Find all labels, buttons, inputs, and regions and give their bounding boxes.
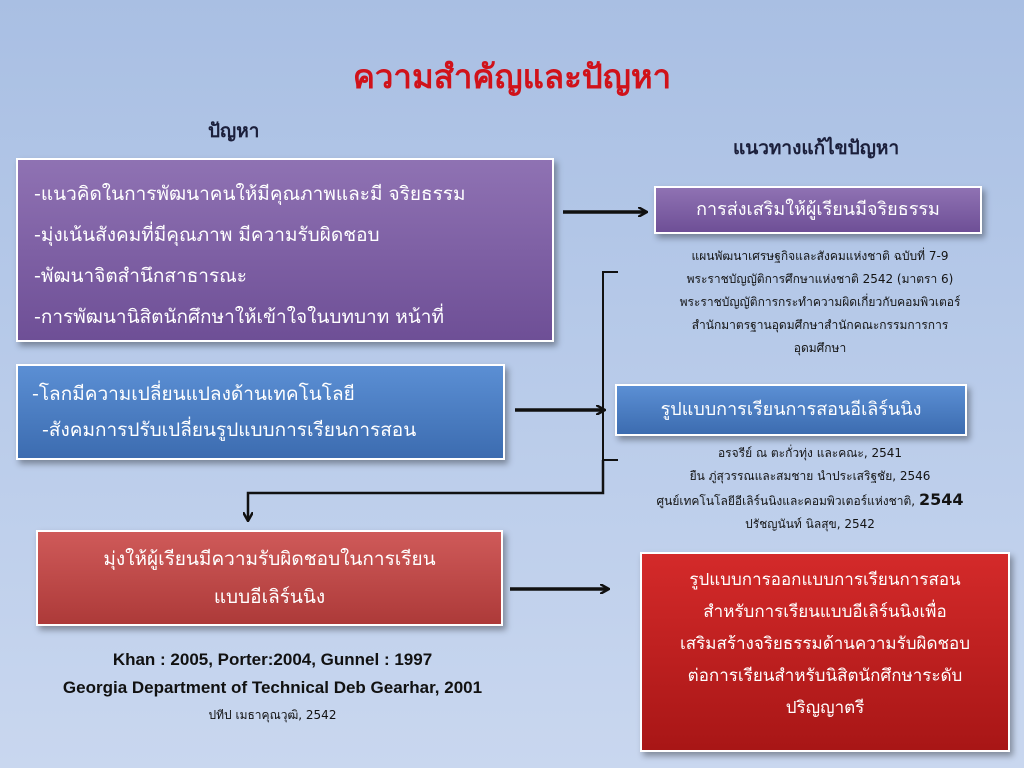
solution-box-model: รูปแบบการออกแบบการเรียนการสอน สำหรับการเ… (640, 552, 1010, 752)
reference-line: สำนักมาตรฐานอุดมศึกษาสำนักคณะกรรมการการ (691, 318, 949, 332)
connector-bracket (602, 271, 618, 461)
problem-line: -สังคมการปรับเปลี่ยนรูปแบบการเรียนการสอน (42, 419, 417, 441)
reference-year: 2544 (918, 490, 964, 509)
solutions-heading: แนวทางแก้ไขปัญหา (733, 137, 900, 159)
solution-line: ต่อการเรียนสำหรับนิสิตนักศึกษาระดับ (687, 666, 963, 686)
problem-line: แบบอีเลิร์นนิง (213, 586, 326, 608)
reference-line: พระราชบัญญัติการศึกษาแห่งชาติ 2542 (มาตร… (686, 272, 954, 286)
solution-box-ethics: การส่งเสริมให้ผู้เรียนมีจริยธรรม (654, 186, 982, 234)
problem-box-technology: -โลกมีความเปลี่ยนแปลงด้านเทคโนโลยี -สังค… (16, 364, 505, 460)
reference-line: พระราชบัญญัติการกระทำความผิดเกี่ยวกับคอม… (679, 295, 961, 309)
references-elearning: อรจรีย์ ณ ตะกั่วทุ่ง และคณะ, 2541 ยืน ภู… (600, 442, 1020, 536)
reference-line: อรจรีย์ ณ ตะกั่วทุ่ง และคณะ, 2541 (717, 446, 903, 460)
problems-heading: ปัญหา (208, 120, 260, 142)
solution-line: ปริญญาตรี (785, 698, 865, 718)
problem-line: -มุ่งเน้นสังคมที่มีคุณภาพ มีความรับผิดชอ… (34, 224, 380, 246)
solution-line: เสริมสร้างจริยธรรมด้านความรับผิดชอบ (679, 634, 971, 654)
problem-line: มุ่งให้ผู้เรียนมีความรับผิดชอบในการเรียน (103, 548, 436, 570)
reference-line: Georgia Department of Technical Deb Gear… (62, 678, 483, 697)
solution-box-elearning: รูปแบบการเรียนการสอนอีเลิร์นนิง (615, 384, 967, 436)
reference-line: ศูนย์เทคโนโลยีอีเลิร์นนิงและคอมพิวเตอร์แ… (600, 488, 1020, 513)
references-policy: แผนพัฒนาเศรษฐกิจและสังคมแห่งชาติ ฉบับที่… (620, 245, 1020, 360)
problem-line: -การพัฒนานิสิตนักศึกษาให้เข้าใจในบทบาท ห… (34, 306, 444, 328)
solution-line: สำหรับการเรียนแบบอีเลิร์นนิงเพื่อ (703, 602, 947, 622)
reference-line: อุดมศึกษา (793, 341, 847, 355)
reference-line: ปทีป เมธาคุณวุฒิ, 2542 (208, 708, 337, 722)
problem-line: -พัฒนาจิตสำนึกสาธารณะ (34, 265, 247, 287)
reference-line: ปรัชญนันท์ นิลสุข, 2542 (745, 517, 875, 531)
solution-line: รูปแบบการออกแบบการเรียนการสอน (689, 570, 961, 590)
reference-line: ยืน ภู่สุวรรณและสมชาย นำประเสริฐชัย, 254… (689, 469, 931, 483)
slide-title: ความสำคัญและปัญหา (352, 57, 672, 96)
problem-line: -แนวคิดในการพัฒนาคนให้มีคุณภาพและมี จริย… (34, 183, 466, 205)
problem-box-ethics: -แนวคิดในการพัฒนาคนให้มีคุณภาพและมี จริย… (16, 158, 554, 342)
reference-line: Khan : 2005, Porter:2004, Gunnel : 1997 (112, 650, 433, 669)
connector-to-responsibility-box (248, 460, 605, 520)
reference-line: แผนพัฒนาเศรษฐกิจและสังคมแห่งชาติ ฉบับที่… (691, 249, 949, 263)
problem-box-responsibility: มุ่งให้ผู้เรียนมีความรับผิดชอบในการเรียน… (36, 530, 503, 626)
problem-line: -โลกมีความเปลี่ยนแปลงด้านเทคโนโลยี (32, 383, 355, 405)
reference-text: ศูนย์เทคโนโลยีอีเลิร์นนิงและคอมพิวเตอร์แ… (656, 494, 916, 508)
